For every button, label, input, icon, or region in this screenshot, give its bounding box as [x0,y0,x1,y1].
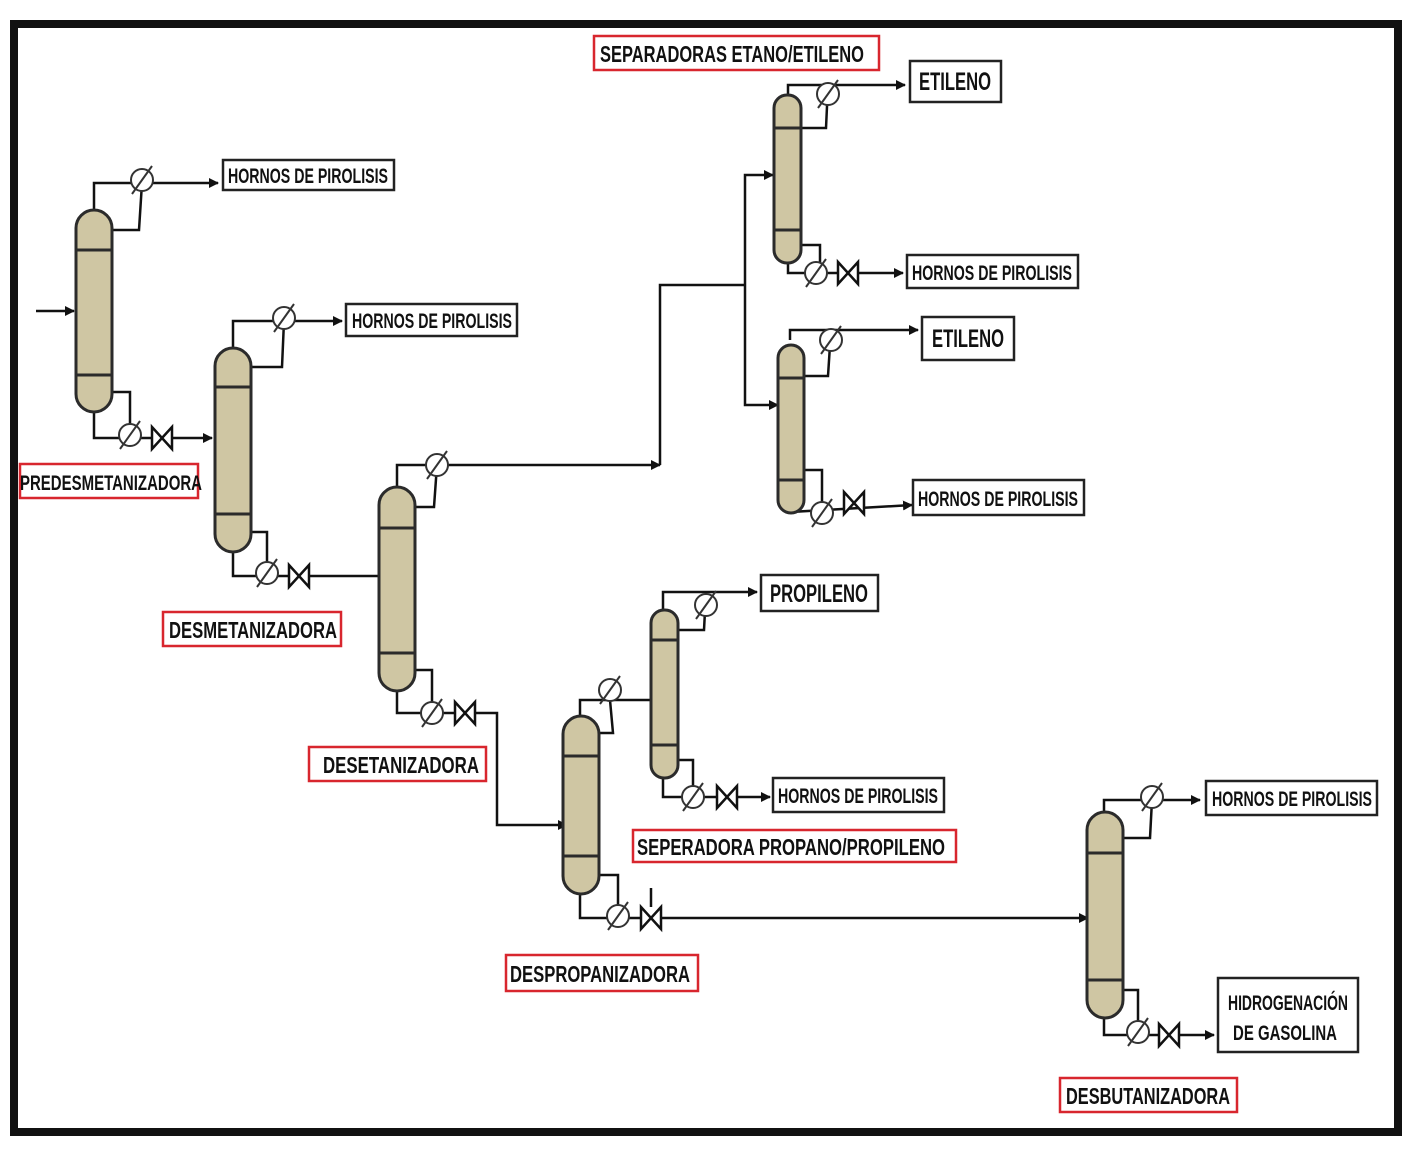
c3-reflux-pipe [413,464,439,509]
label-separadoras-etano-etileno: SEPARADORAS ETANO/ETILENO [600,41,864,67]
label-despropanizadora: DESPROPANIZADORA [510,961,690,987]
c4b-overhead-pipe [788,325,919,340]
valve-icon [842,488,866,518]
c3-overhead-pipe [395,460,661,490]
column-etano-etileno-upper [772,93,803,265]
heat-exchanger-icon [606,901,630,931]
c2-overhead-pipe [231,316,343,350]
pipe-network [36,80,1215,1040]
heat-exchanger-icon [810,498,834,528]
valve-icon [150,423,174,453]
heat-exchanger-icon [118,420,142,450]
valve-icon [639,903,663,933]
column-propano-propileno [649,608,680,780]
c2-reflux-pipe [250,320,286,369]
label-predesmetanizadora: PREDESMETANIZADORA [20,472,202,495]
heat-exchangers [118,79,1164,1047]
c5-reboiler-return-pipe [597,873,620,918]
heat-exchanger-icon [681,782,705,812]
output-hornos-de-pirolisis: HORNOS DE PIROLISIS [912,262,1072,285]
heat-exchanger-icon [598,675,622,705]
output-etileno: ETILENO [919,68,991,96]
output-hornos-de-pirolisis: HORNOS DE PIROLISIS [918,488,1078,511]
label-desetanizadora: DESETANIZADORA [323,752,479,778]
output-hornos-de-pirolisis: HORNOS DE PIROLISIS [1212,788,1372,811]
column-desbutanizadora [1085,810,1125,1020]
heat-exchanger-icon [694,590,718,620]
valve-icon [453,698,477,728]
output-hornos-de-pirolisis: HORNOS DE PIROLISIS [778,785,938,808]
output-hidrogenacion-line1: HIDROGENACIÓN [1228,991,1348,1015]
c5-bottoms-pipe [578,892,1089,923]
column-etano-etileno-lower [776,343,806,515]
column-predesmetanizadora [74,208,114,414]
heat-exchanger-icon [1140,782,1164,812]
valve-icon [287,561,311,591]
c1-overhead-pipe [92,178,219,212]
c4b-reboiler-return-pipe [802,468,824,508]
heat-exchanger-icon [819,325,843,355]
distillation-columns [74,93,1125,1020]
label-desmetanizadora: DESMETANIZADORA [169,617,337,643]
heat-exchanger-icon [1126,1017,1150,1047]
heat-exchanger-icon [420,698,444,728]
valve-icon [1157,1020,1181,1050]
heat-exchanger-icon [272,303,296,333]
output-hidrogenacion-line2: DE GASOLINA [1233,1022,1337,1045]
column-labels: PREDESMETANIZADORA DESMETANIZADORA DESET… [18,34,1239,1114]
label-desbutanizadora: DESBUTANIZADORA [1066,1083,1230,1109]
c1-reboiler-return-pipe [111,390,132,438]
c1-reflux-pipe [111,182,144,232]
c7-reflux-pipe [1121,799,1154,840]
heat-exchanger-icon [255,558,279,588]
column-desetanizadora [377,485,417,693]
c6-reboiler-return-pipe [678,758,695,797]
heat-exchanger-icon [425,450,449,480]
output-hornos-de-pirolisis: HORNOS DE PIROLISIS [228,165,388,188]
column-despropanizadora [561,714,601,896]
c3-reboiler-return-pipe [413,668,434,713]
c3-split-up-pipe [743,170,774,285]
label-seperadora-propano-propileno: SEPERADORA PROPANO/PROPILENO [637,834,945,860]
column-desmetanizadora [213,346,253,554]
c7-overhead-pipe [1102,795,1201,815]
output-propileno: PROPILENO [770,580,868,608]
c2-bottoms-pipe [231,550,378,578]
heat-exchanger-icon [804,258,828,288]
c4a-overhead-pipe [786,80,906,97]
valve-icon [715,782,739,812]
c3-split-down-pipe [743,285,779,410]
output-etileno: ETILENO [932,325,1004,353]
valves [150,258,1181,1050]
heat-exchanger-icon [816,79,840,109]
output-boxes: HORNOS DE PIROLISIS HORNOS DE PIROLISIS … [221,59,1379,1054]
diagram-frame [10,20,1402,1136]
c3-bottoms-pipe [395,688,568,830]
c6-overhead-pipe [661,587,758,612]
output-hornos-de-pirolisis: HORNOS DE PIROLISIS [352,310,512,333]
c5-reflux-pipe [597,699,615,735]
c4a-bottoms-pipe [786,262,904,278]
c3-to-c2-split-pipe [658,283,745,465]
valve-icon [836,258,860,288]
heat-exchanger-icon [130,165,154,195]
